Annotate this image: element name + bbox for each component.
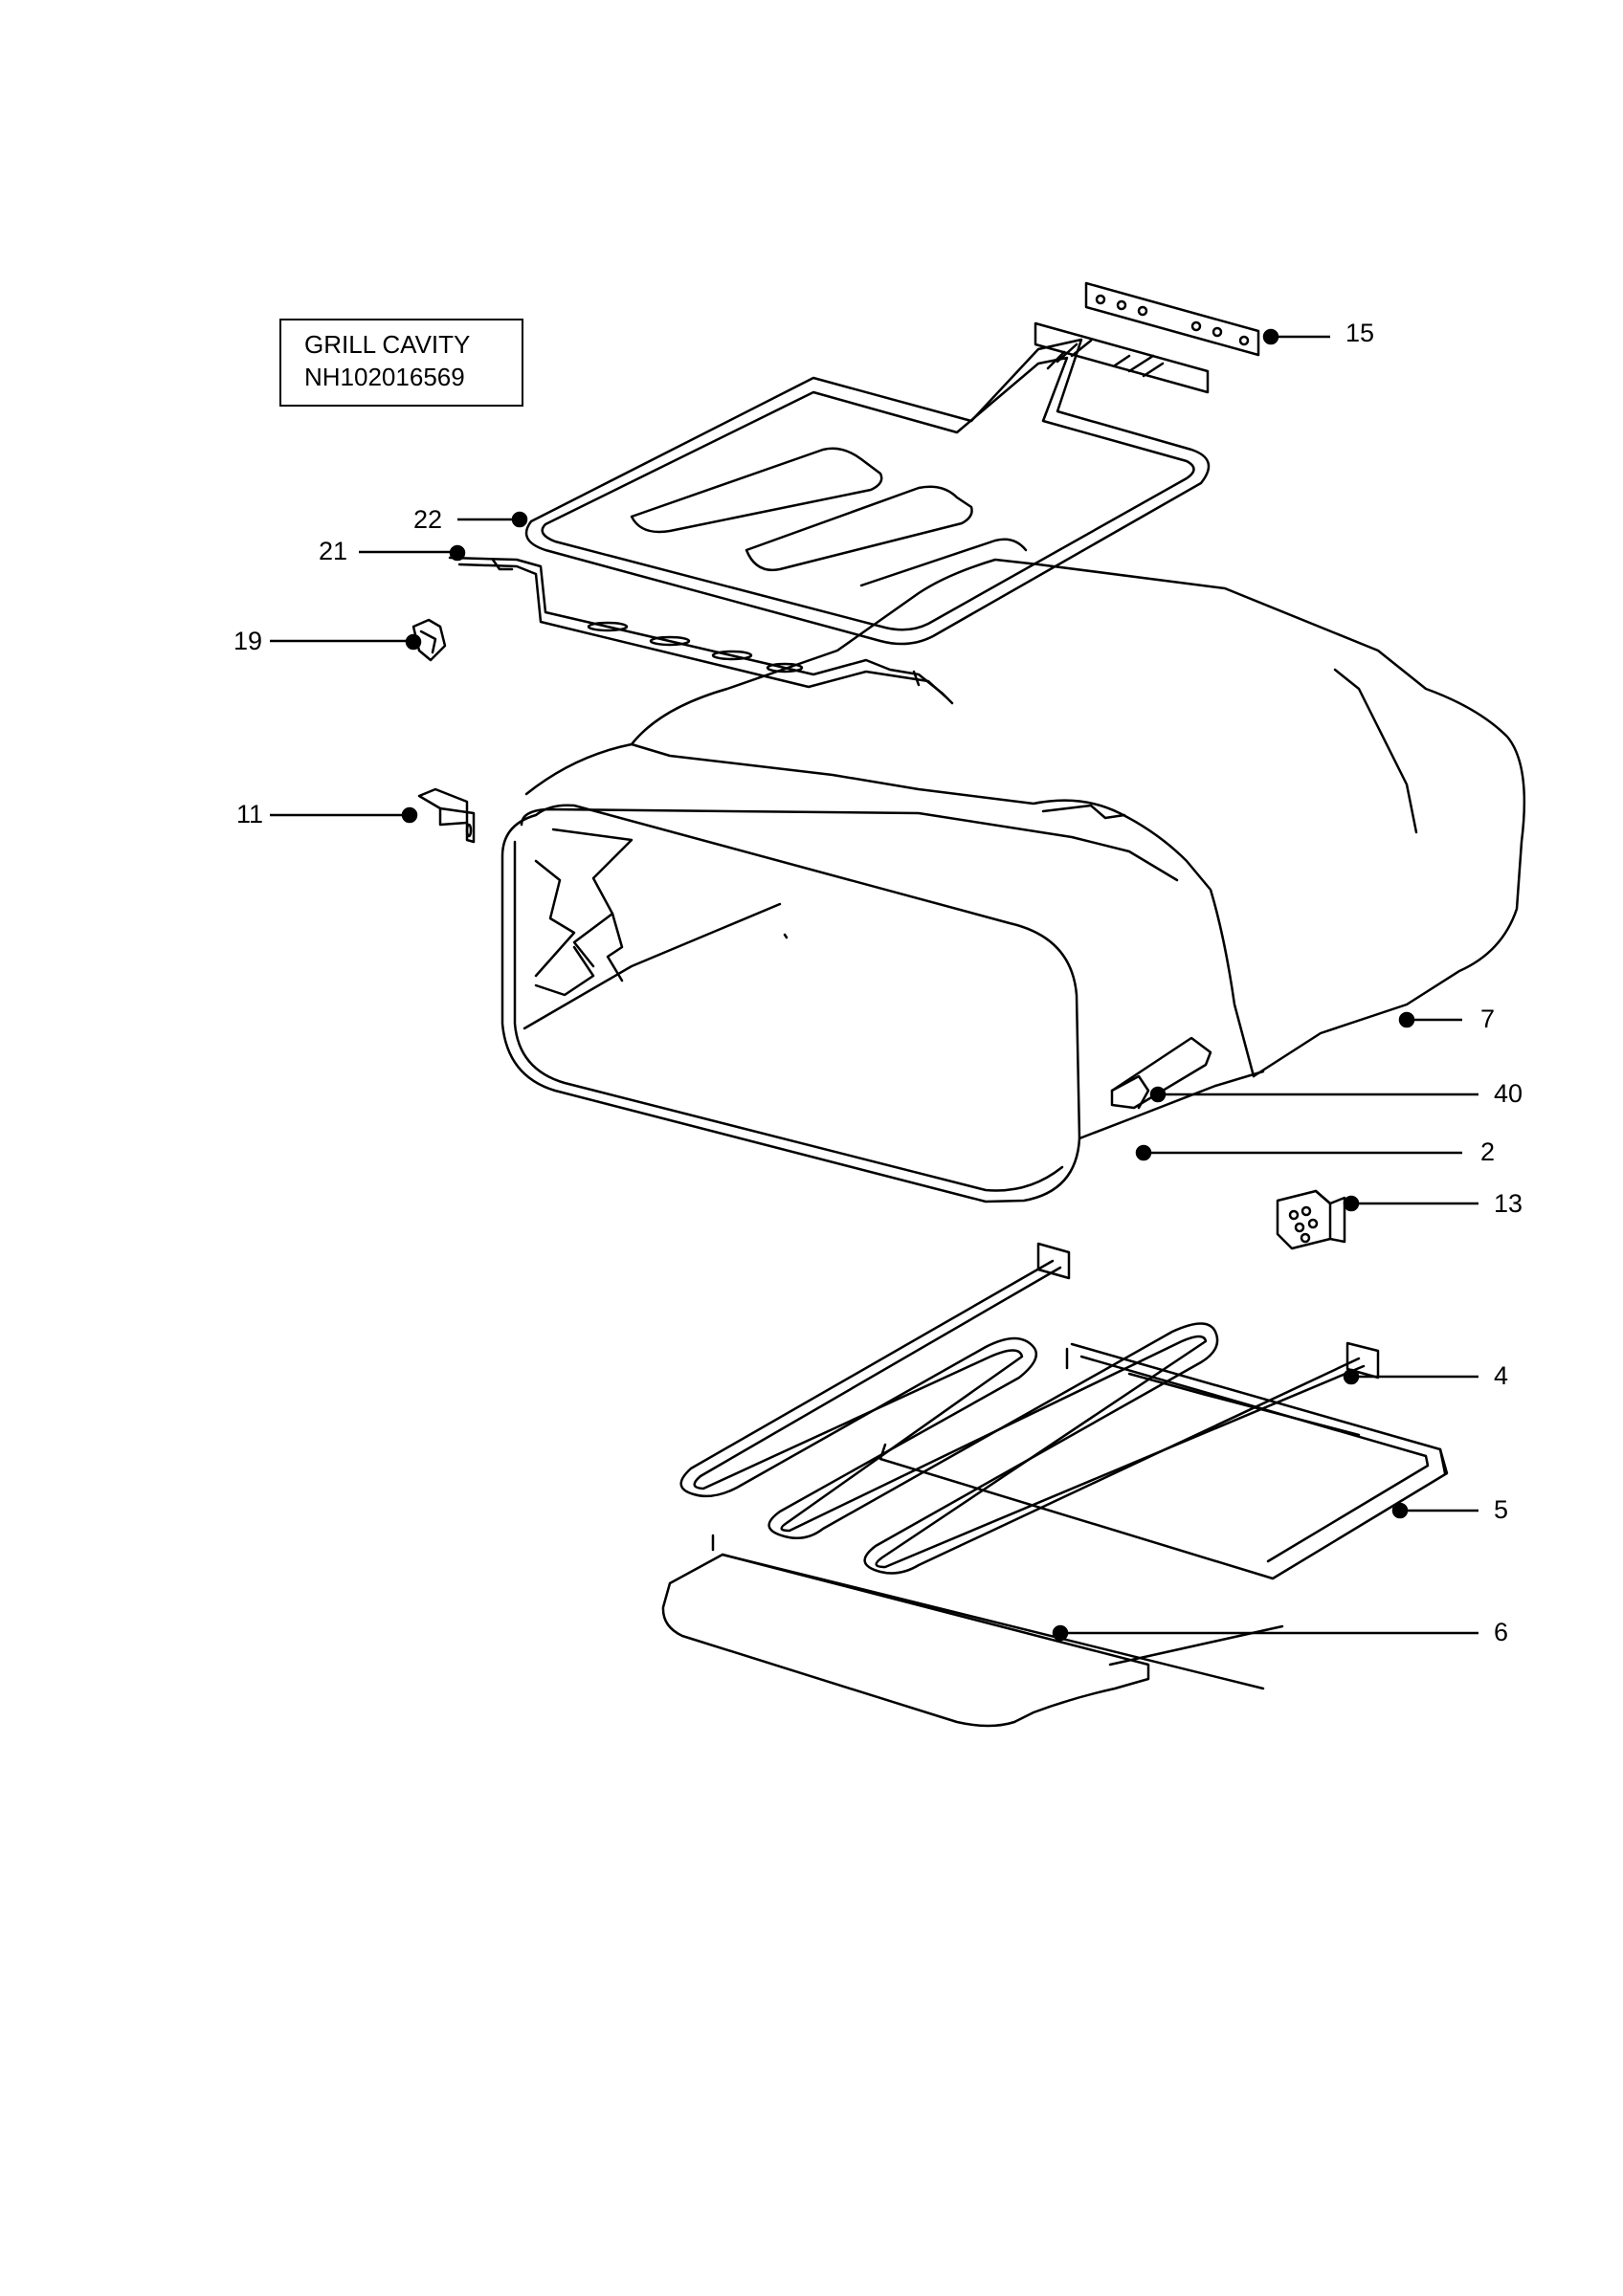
callout-7: 7	[1480, 1004, 1496, 1033]
callout-21: 21	[319, 537, 348, 565]
callout-5: 5	[1494, 1495, 1509, 1524]
part-5-tray	[878, 1342, 1449, 1580]
part-15-terminal-plate	[1034, 281, 1260, 394]
callout-13: 13	[1494, 1189, 1523, 1218]
part-13-cable-bracket	[1276, 1189, 1346, 1250]
part-21-reflector-strip	[448, 556, 954, 705]
part-40-support	[1110, 1036, 1212, 1110]
callout-15: 15	[1345, 319, 1375, 347]
part-11-bracket	[417, 787, 476, 844]
diagram-title: GRILL CAVITY	[304, 330, 471, 359]
callout-2: 2	[1480, 1137, 1496, 1166]
part-4-lower-element	[679, 1242, 1380, 1575]
diagram-title-box: GRILL CAVITY NH102016569	[279, 319, 523, 407]
part-7-insulation-wrap	[524, 558, 1526, 1078]
callout-19: 19	[233, 627, 263, 655]
part-2-oven-cavity	[500, 804, 1265, 1203]
callout-11: 11	[236, 800, 264, 828]
part-19-clip	[411, 618, 447, 662]
callout-22: 22	[413, 505, 443, 534]
diagram-part-number: NH102016569	[304, 363, 465, 391]
leader-lines	[270, 328, 1478, 1642]
callout-6: 6	[1494, 1618, 1509, 1646]
callout-4: 4	[1494, 1361, 1509, 1390]
part-6-shelf	[661, 1534, 1284, 1728]
callout-40: 40	[1494, 1079, 1523, 1108]
part-22-grill-element	[524, 338, 1211, 646]
